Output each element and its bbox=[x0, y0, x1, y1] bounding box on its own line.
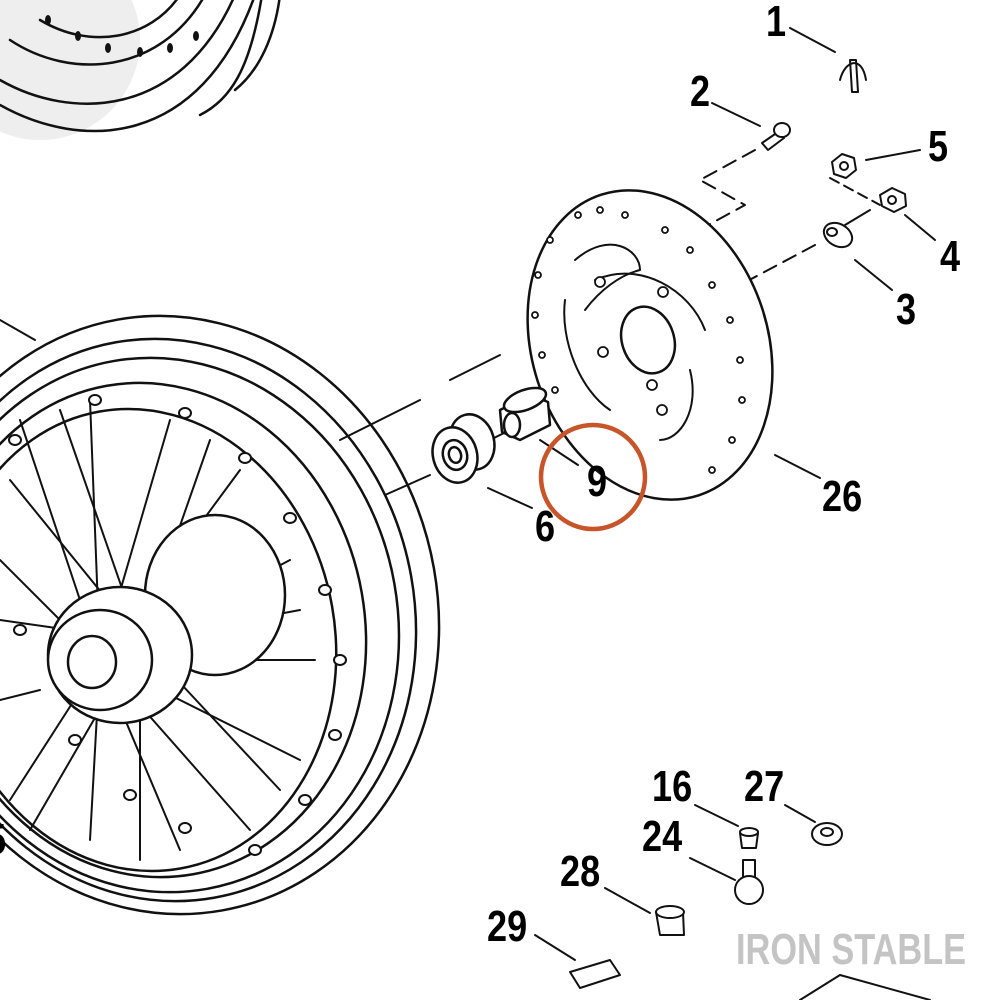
callout-5-left: 5 bbox=[0, 818, 6, 862]
upper-wheel-partial bbox=[0, 0, 281, 140]
part-16-valve-cap bbox=[694, 804, 759, 849]
callout-6: 6 bbox=[535, 502, 556, 551]
part-24-valve-stem bbox=[689, 857, 764, 905]
watermark: IRON STABLE bbox=[736, 925, 967, 974]
wheel-hub bbox=[46, 513, 287, 725]
part-1-cotter-pin bbox=[789, 27, 867, 93]
callout-16: 16 bbox=[652, 762, 693, 811]
front-wheel bbox=[0, 314, 441, 916]
part-29-weight bbox=[534, 934, 621, 989]
part-6-bearing bbox=[431, 413, 533, 509]
highlight-circle bbox=[538, 422, 648, 532]
callout-5: 5 bbox=[928, 122, 949, 171]
callout-29: 29 bbox=[487, 902, 528, 951]
part-5-nut bbox=[829, 149, 921, 206]
part-26-brake-rotor bbox=[526, 189, 821, 501]
callout-2: 2 bbox=[690, 67, 711, 116]
part-3-washer bbox=[739, 221, 893, 291]
callout-4: 4 bbox=[940, 232, 961, 281]
part-27-nut bbox=[784, 804, 843, 846]
part-2-bolt bbox=[689, 102, 791, 236]
callout-3: 3 bbox=[896, 285, 917, 334]
callout-26: 26 bbox=[822, 472, 863, 521]
callout-27: 27 bbox=[744, 762, 785, 811]
callout-28: 28 bbox=[560, 847, 601, 896]
callout-9: 9 bbox=[587, 457, 608, 506]
part-4-nut bbox=[844, 187, 936, 241]
part-28-sleeve bbox=[604, 887, 685, 936]
bottom-frame-lines bbox=[799, 974, 931, 1000]
callout-1: 1 bbox=[766, 0, 787, 46]
rim-nipples bbox=[8, 394, 347, 856]
callout-24: 24 bbox=[642, 812, 683, 861]
part-9-spacer bbox=[498, 386, 579, 466]
